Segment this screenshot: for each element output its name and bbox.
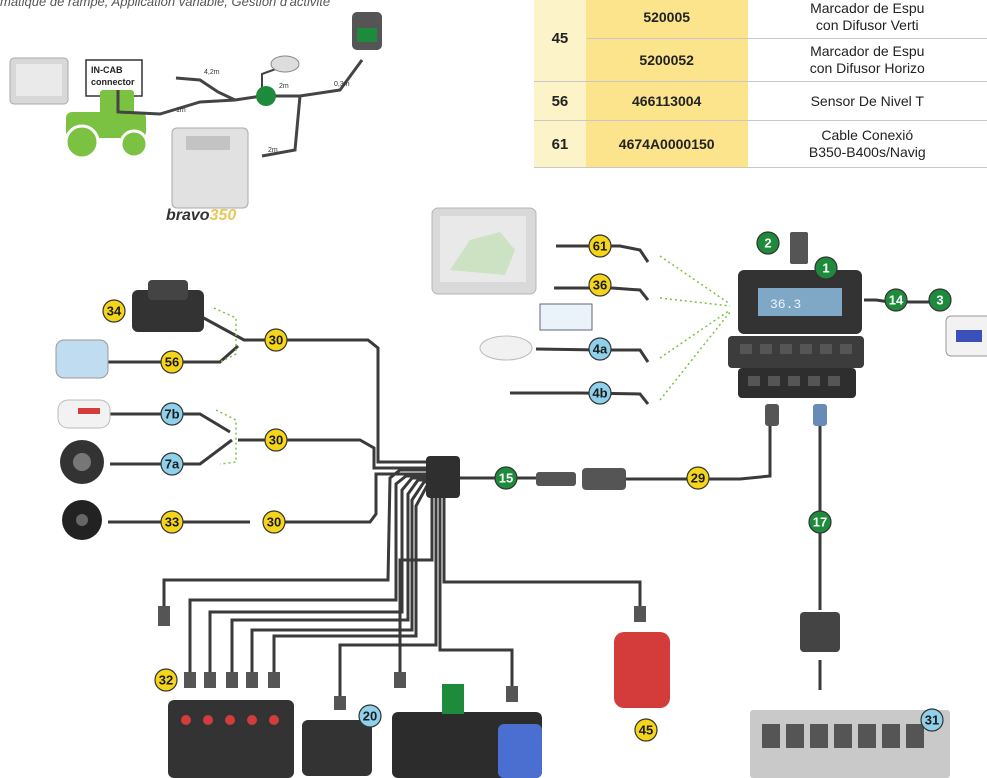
battery-icon: [946, 316, 987, 356]
pressure-sensor-icon: [62, 500, 102, 540]
connectors: [158, 404, 840, 710]
tank-level-icon: [56, 340, 108, 378]
callout-badge-label: 45: [639, 723, 653, 738]
wheel-icon: [60, 440, 104, 484]
cable-hub: [426, 456, 460, 498]
callout-badge-label: 20: [363, 709, 377, 724]
callout-badge-label: 14: [889, 293, 904, 308]
svg-text:1m: 1m: [176, 107, 186, 114]
inset-diagram: IN-CAB connector 4,2m 1m 2m 0,3m 2m: [10, 12, 382, 208]
callout-badge-label: 31: [925, 713, 939, 728]
callout-badge-label: 1: [822, 261, 829, 276]
callout-badge-label: 30: [269, 333, 283, 348]
callout-badge-label: 36: [593, 278, 607, 293]
flowmeter-valve-icon: [302, 720, 372, 776]
foam-marker-icon: [614, 632, 670, 708]
callout-badge-label: 3: [936, 293, 943, 308]
callout-badge-label: 61: [593, 239, 607, 254]
callout-badge-label: 30: [267, 515, 281, 530]
callout-badge-label: 4b: [592, 386, 607, 401]
callout-badge-label: 17: [813, 515, 827, 530]
callout-badge-label: 33: [165, 515, 179, 530]
remote-switch-icon: [540, 304, 592, 330]
callout-badge-label: 32: [159, 673, 173, 688]
callout-badge-label: 7b: [164, 407, 179, 422]
bracket-icon: [790, 232, 808, 264]
svg-text:0,3m: 0,3m: [334, 81, 350, 88]
callout-badge-label: 2: [764, 236, 771, 251]
bravo-console: 36.3: [728, 232, 864, 398]
regulating-valve-icon: [392, 684, 542, 778]
gps-antenna-icon: [480, 336, 532, 360]
section-valves-icon: [168, 700, 294, 778]
callout-badge-label: 34: [107, 304, 122, 319]
navigator-screen-icon: [432, 208, 536, 294]
svg-text:2m: 2m: [268, 147, 278, 154]
svg-text:connector: connector: [91, 77, 135, 87]
hydraulic-manifold-icon: [750, 710, 950, 778]
flow-meter-icon: [132, 280, 204, 332]
svg-text:36.3: 36.3: [770, 297, 801, 312]
callout-badge-label: 29: [691, 471, 705, 486]
callout-badge-label: 56: [165, 355, 179, 370]
svg-text:4,2m: 4,2m: [204, 69, 220, 76]
speed-sensor-icon: [58, 400, 110, 428]
callout-badge-label: 30: [269, 433, 283, 448]
callout-badge-label: 7a: [165, 457, 180, 472]
svg-text:IN-CAB: IN-CAB: [91, 65, 123, 75]
tractor-icon: [66, 90, 147, 158]
callout-badge-label: 15: [499, 471, 513, 486]
svg-text:2m: 2m: [279, 83, 289, 90]
callout-badge-label: 4a: [593, 342, 608, 357]
